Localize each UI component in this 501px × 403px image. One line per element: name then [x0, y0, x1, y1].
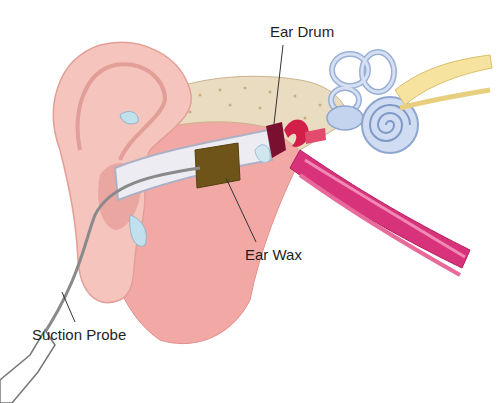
leader-line: [226, 178, 256, 242]
antihelix: [120, 111, 138, 123]
part-label: Ear Drum: [270, 23, 334, 41]
suction-probe: [40, 168, 200, 340]
part-label: Suction Probe: [32, 326, 126, 344]
ear-wax: [195, 143, 240, 188]
leader-line: [274, 45, 283, 124]
cochlea-spiral: [370, 105, 410, 141]
ossicles: [284, 120, 309, 147]
eardrum-shadow: [255, 145, 270, 163]
pinna-fold: [78, 64, 165, 160]
stapes: [305, 128, 326, 144]
ear-canal: [115, 130, 272, 200]
eustachian-tube: [290, 150, 470, 268]
vestibule: [327, 106, 363, 130]
nerve-branch: [400, 90, 490, 108]
tragus: [130, 215, 147, 246]
tube-inner: [305, 160, 465, 257]
part-label: Ear Wax: [245, 246, 302, 264]
vessel: [300, 175, 460, 275]
leader-line: [62, 292, 75, 322]
